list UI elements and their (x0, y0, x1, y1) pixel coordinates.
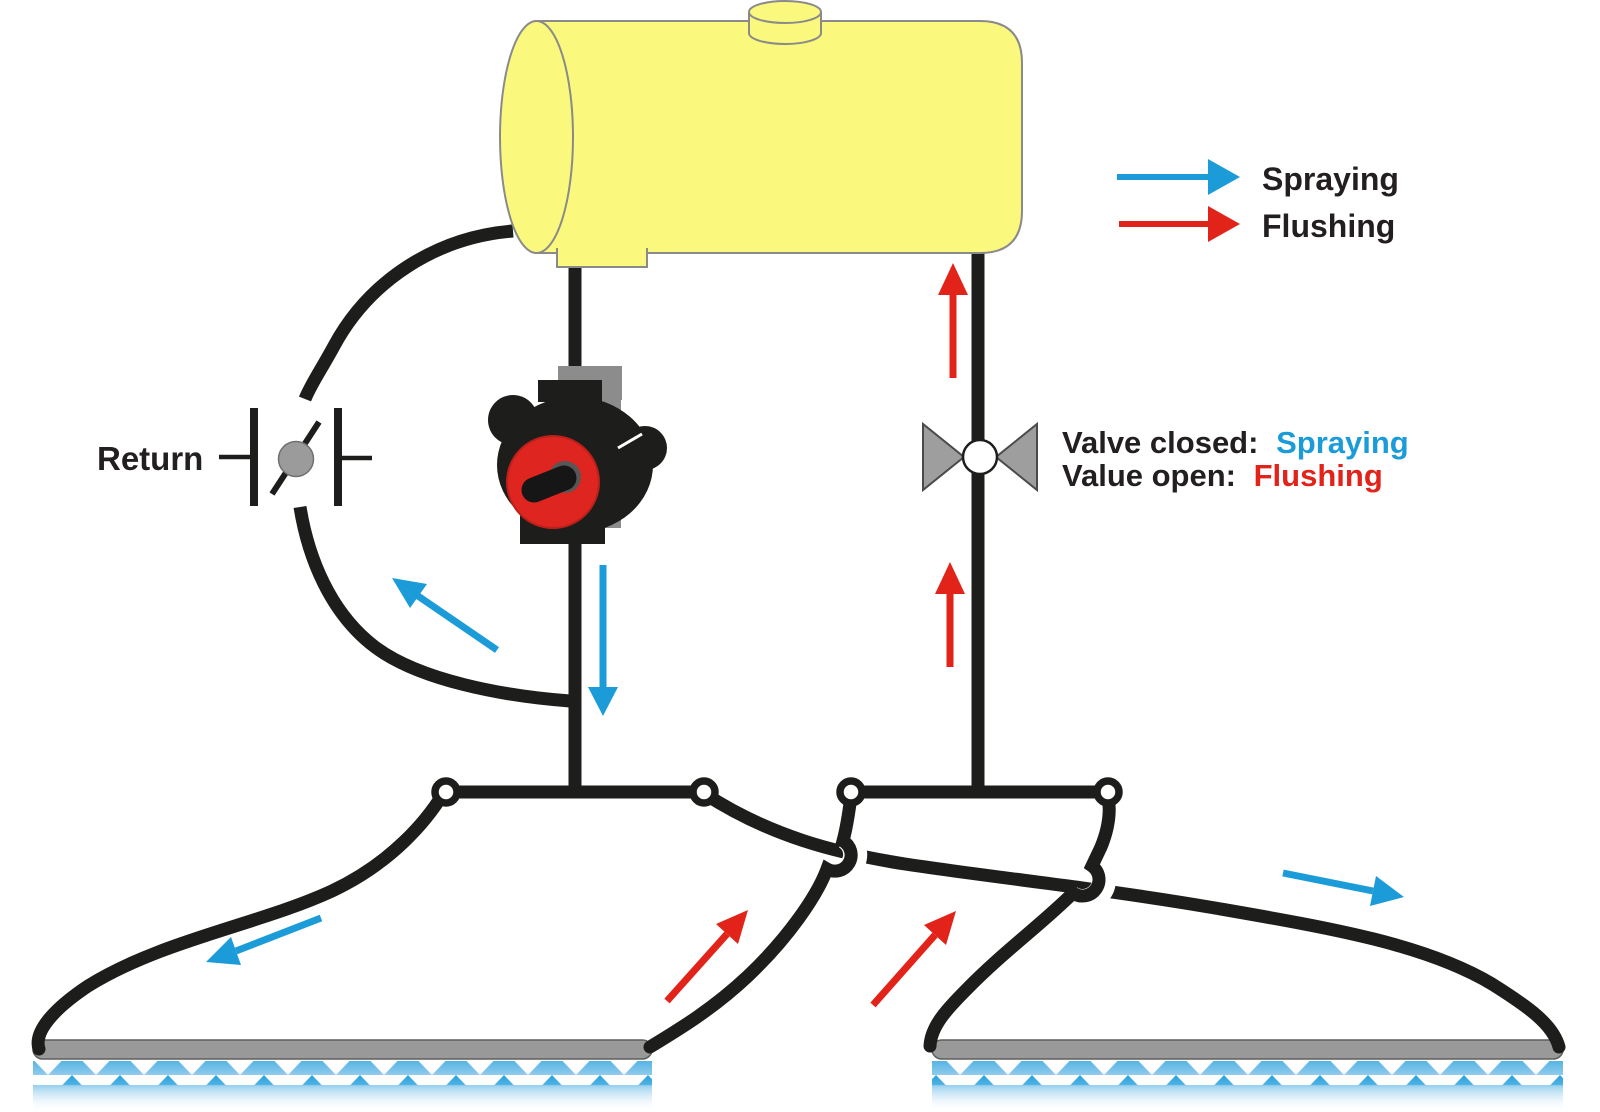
pump-body-bulge (623, 426, 667, 470)
tank-outlet-fitting (556, 248, 648, 268)
flushing-arrow-riser-upper (938, 263, 968, 378)
return-pipe-upper-arc (298, 224, 514, 402)
pump-body-ear (488, 395, 538, 445)
right-boom-bar (931, 1039, 1564, 1060)
header-ring (836, 777, 866, 807)
arrow-head (935, 562, 965, 594)
left-bar-feed-line (31, 787, 450, 1056)
valve-note: Valve closed: Spraying Value open: Flush… (1062, 425, 1409, 493)
left-boom-bar (32, 1039, 653, 1060)
arrow-head (716, 910, 748, 944)
valve-note-line2-value: Flushing (1254, 458, 1383, 493)
spray-teeth (33, 1061, 652, 1086)
valve-wing-left (922, 421, 966, 493)
pump-highlight (617, 432, 643, 450)
pump (488, 366, 667, 544)
arrow-head (924, 911, 956, 945)
header-ring (1093, 777, 1123, 807)
chemical-tank (499, 0, 1023, 268)
arrow-head (588, 687, 618, 716)
return-valve-disc (277, 440, 315, 478)
supply-and-return-pipes (293, 224, 985, 792)
spraying-arrow-left-boom (206, 914, 323, 965)
valve-note-line1-label: Valve closed: (1062, 425, 1258, 460)
arrow-shaft (234, 914, 323, 955)
boom-lines (31, 787, 1566, 1056)
arrow-head (1208, 159, 1240, 195)
valve-note-line1-value: Spraying (1276, 425, 1409, 460)
return-valve (219, 408, 372, 506)
legend-spraying-label: Spraying (1262, 161, 1399, 197)
left-bar-return-line (643, 789, 858, 1054)
valve-wing-right (994, 421, 1038, 493)
spraying-arrow-down-pipe (588, 565, 618, 716)
cross-feed-line (698, 787, 1566, 1054)
spray-mist (33, 1085, 652, 1112)
tank-filler-cap (748, 0, 822, 24)
header-ring (689, 777, 719, 807)
header-ring (431, 777, 461, 807)
spraying-arrow-right-boom (1282, 869, 1404, 906)
arrow-shaft (416, 593, 499, 653)
valve-note-line2-label: Value open: (1062, 458, 1236, 493)
spray-pattern-left (33, 1061, 652, 1112)
spraying-arrow-return-arc (392, 578, 499, 653)
tank-end-cap (499, 20, 574, 254)
arrow-head (938, 263, 968, 295)
valve-ball (961, 438, 999, 476)
pump-shaft-knob (521, 465, 577, 503)
arrow-head (1370, 876, 1404, 906)
flush-valve (922, 421, 1038, 493)
spray-mist (932, 1085, 1563, 1112)
pump-mount-plate (538, 380, 602, 402)
legend-spraying-arrow-icon (1117, 159, 1240, 195)
flushing-arrow-middle (870, 911, 956, 1008)
legend-flushing-label: Flushing (1262, 208, 1395, 244)
right-bar-feed-line (923, 789, 1116, 1053)
flow-arrows (206, 263, 1404, 1008)
tank-body (499, 20, 1023, 254)
valve-note-line1: Valve closed: Spraying (1062, 425, 1409, 460)
arrow-shaft (870, 932, 938, 1008)
legend: Spraying Flushing (1117, 159, 1399, 244)
valve-note-line2: Value open: Flushing (1062, 458, 1383, 493)
return-label: Return (97, 440, 203, 477)
arrow-shaft (1282, 869, 1374, 895)
flushing-arrow-riser-lower (935, 562, 965, 667)
arrow-head (206, 937, 241, 965)
arrow-head (1208, 206, 1240, 242)
return-pipe-lower-arc (293, 505, 571, 708)
boom-headers (431, 777, 1123, 807)
spray-pattern-right (932, 1061, 1563, 1112)
legend-flushing-arrow-icon (1119, 206, 1240, 242)
arrow-shaft (664, 931, 730, 1004)
arrow-head (392, 578, 427, 608)
flushing-arrow-left-boom (664, 910, 748, 1004)
spray-teeth (932, 1061, 1563, 1086)
